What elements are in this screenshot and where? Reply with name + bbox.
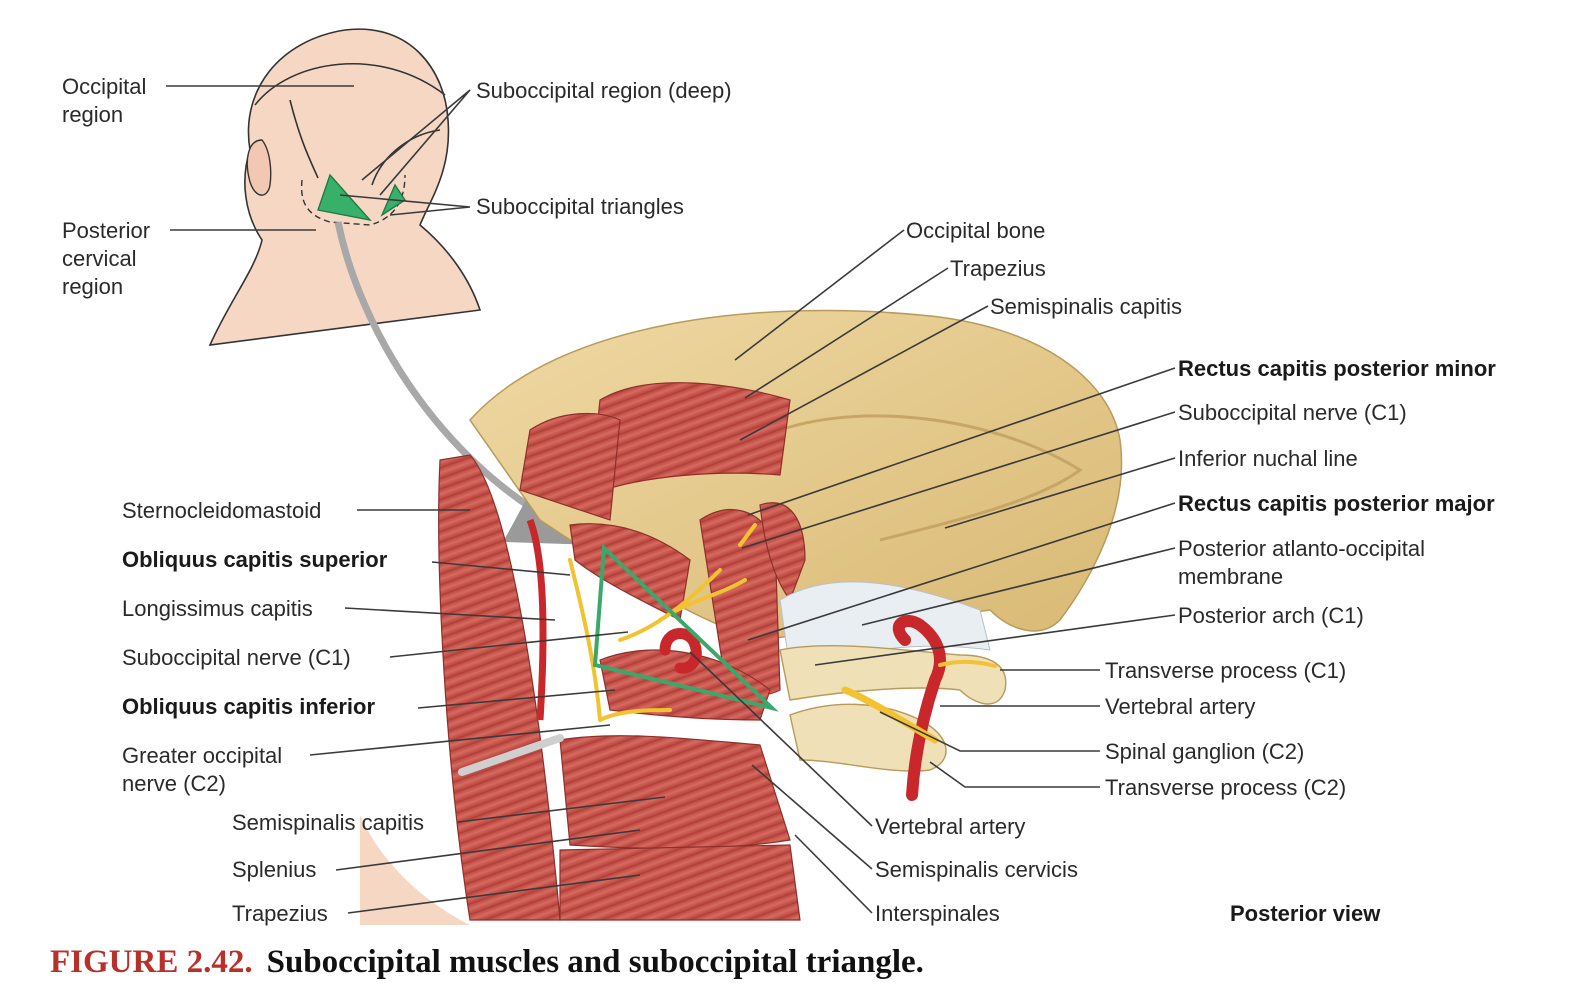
label-rectus-minor: Rectus capitis posterior minor <box>1178 356 1496 381</box>
label-longissimus: Longissimus capitis <box>122 596 313 621</box>
vertebral-artery-left-shape <box>659 628 702 674</box>
artery-left-muscle <box>526 518 547 721</box>
leader-rectus-minor <box>747 367 1176 516</box>
label-semispinalis-capitis-top: Semispinalis capitis <box>990 294 1182 319</box>
label-occipital-region-2: region <box>62 102 123 127</box>
inset-hairline <box>254 62 446 186</box>
label-spinal-ganglion: Spinal ganglion (C2) <box>1105 739 1304 764</box>
figure-number: FIGURE 2.42. <box>50 944 253 980</box>
label-semispinalis-cervicis: Semispinalis cervicis <box>875 857 1078 882</box>
rectus-capitis-minor-shape <box>759 502 806 602</box>
label-occipital-region-1: Occipital <box>62 74 146 99</box>
label-vertebral-artery-bottom: Vertebral artery <box>875 814 1025 839</box>
inferior-nuchal-ridge <box>779 414 1083 542</box>
label-suboccipital-triangles: Suboccipital triangles <box>476 194 684 219</box>
leader-longissimus <box>344 607 556 621</box>
leader-suboccipital-region-deep <box>361 89 471 196</box>
c1-nerve-right <box>938 660 997 668</box>
inset-head-skin <box>208 28 482 346</box>
label-obliquus-inferior: Obliquus capitis inferior <box>122 694 375 719</box>
label-vertebral-artery-right: Vertebral artery <box>1105 694 1255 719</box>
label-transverse-c2: Transverse process (C2) <box>1105 775 1346 800</box>
semispinalis-capitis-top-shape <box>519 412 621 521</box>
label-greater-occipital-1: Greater occipital <box>122 743 282 768</box>
greater-occipital-nerve-shape <box>568 558 672 722</box>
leader-trapezius-top <box>744 267 949 399</box>
figure-caption: FIGURE 2.42. Suboccipital muscles and sub… <box>50 944 924 981</box>
leader-splenius <box>335 829 641 871</box>
leader-atlanto-occipital <box>861 547 1176 626</box>
suboccipital-nerve-shape <box>618 523 757 642</box>
leader-spinal-ganglion <box>879 711 1100 752</box>
leader-posterior-arch <box>814 614 1176 666</box>
vertebral-artery-right-shape <box>892 615 946 801</box>
leader-obliquus-inferior <box>417 689 616 709</box>
leader-suboccipital-nerve-left <box>389 631 629 658</box>
label-posterior-cervical-1: Posterior <box>62 218 150 243</box>
label-interspinales: Interspinales <box>875 901 1000 926</box>
leader-rectus-major <box>747 502 1176 641</box>
label-inferior-nuchal-line: Inferior nuchal line <box>1178 446 1358 471</box>
label-splenius: Splenius <box>232 857 316 882</box>
label-suboccipital-nerve-right: Suboccipital nerve (C1) <box>1178 400 1407 425</box>
leader-vertebral-artery-bottom <box>689 651 873 827</box>
label-atlanto-occipital-1: Posterior atlanto-occipital <box>1178 536 1425 561</box>
leader-occipital-bone <box>734 229 905 361</box>
inset-triangle-left <box>317 173 372 222</box>
suboccipital-triangle-outline <box>592 543 779 712</box>
label-semispinalis-capitis-bottom: Semispinalis capitis <box>232 810 424 835</box>
label-posterior-arch: Posterior arch (C1) <box>1178 603 1364 628</box>
label-trapezius-bottom: Trapezius <box>232 901 328 926</box>
label-posterior-cervical-2: cervical <box>62 246 137 271</box>
label-suboccipital-nerve-left: Suboccipital nerve (C1) <box>122 645 351 670</box>
label-rectus-major: Rectus capitis posterior major <box>1178 491 1495 516</box>
leader-interspinales <box>794 834 873 914</box>
leader-trapezius-bottom <box>347 874 641 914</box>
atlas-c1-shape <box>779 645 1007 705</box>
inset-head-illustration <box>208 28 482 346</box>
leader-semispinalis-cervicis <box>751 764 873 870</box>
leader-greater-occipital <box>309 724 611 756</box>
leader-transverse-c2 <box>929 761 1100 788</box>
label-sternocleidomastoid: Sternocleidomastoid <box>122 498 321 523</box>
leader-obliquus-superior <box>431 561 571 576</box>
label-transverse-c1: Transverse process (C1) <box>1105 658 1346 683</box>
leader-inferior-nuchal-line <box>944 457 1176 529</box>
label-suboccipital-region-deep: Suboccipital region (deep) <box>476 78 732 103</box>
nerve-cut-end <box>458 734 564 776</box>
skin-edge-bottom <box>360 815 470 925</box>
label-posterior-cervical-3: region <box>62 274 123 299</box>
label-greater-occipital-2: nerve (C2) <box>122 771 226 796</box>
label-trapezius-top: Trapezius <box>950 256 1046 281</box>
figure-title: Suboccipital muscles and suboccipital tr… <box>266 944 924 980</box>
inset-to-detail-arrow <box>334 221 597 546</box>
ear-icon <box>246 139 272 196</box>
trapezius-top-shape <box>589 382 791 496</box>
semispinalis-lower-shape <box>559 735 791 849</box>
label-posterior-view: Posterior view <box>1230 901 1381 926</box>
label-occipital-bone: Occipital bone <box>906 218 1045 243</box>
leader-semispinalis-capitis-bottom <box>457 796 666 823</box>
splenius-lower-shape <box>559 844 801 921</box>
label-atlanto-occipital-2: membrane <box>1178 564 1283 589</box>
dissection-illustration <box>360 309 1123 925</box>
label-obliquus-superior: Obliquus capitis superior <box>122 547 388 572</box>
leader-suboccipital-nerve-right <box>741 411 1176 549</box>
leader-semispinalis-capitis-top <box>739 305 989 441</box>
leader-suboccipital-triangles <box>339 194 471 216</box>
